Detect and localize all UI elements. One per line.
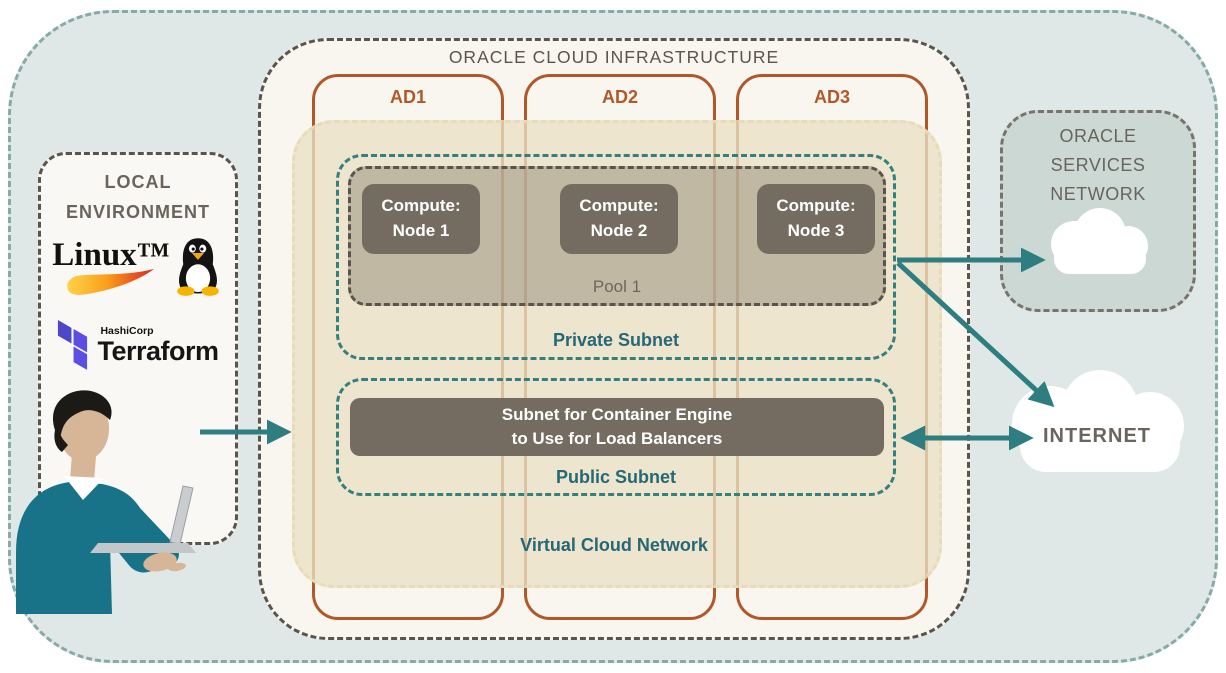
- node3-line2: Node 3: [787, 221, 845, 240]
- ad1-label: AD1: [389, 87, 426, 107]
- oracle-services-network-label: ORACLE SERVICES NETWORK: [1050, 126, 1146, 204]
- ad2-label: AD2: [601, 87, 638, 107]
- load-balancer-subnet-box: Subnet for Container Engine to Use for L…: [350, 398, 884, 456]
- terraform-wordmark: Terraform: [97, 336, 219, 366]
- private-subnet-box: [336, 154, 896, 360]
- linux-wordmark-group: Linux™: [52, 237, 170, 296]
- terraform-wordmark-group: HashiCorp Terraform: [97, 325, 219, 366]
- person-with-laptop-illustration: [16, 390, 196, 614]
- hashicorp-label: HashiCorp: [100, 325, 154, 337]
- tux-penguin-icon: [176, 238, 219, 296]
- lb-line2: to Use for Load Balancers: [511, 429, 723, 448]
- local-environment-title: LOCAL ENVIRONMENT: [65, 172, 210, 222]
- pool-label: Pool 1: [592, 277, 642, 296]
- oci-title: ORACLE CLOUD INFRASTRUCTURE: [448, 47, 780, 67]
- private-subnet-label: Private Subnet: [552, 330, 680, 350]
- compute-node-3: Compute: Node 3: [757, 184, 875, 254]
- lb-line1: Subnet for Container Engine: [501, 405, 733, 425]
- node1-line1: Compute:: [381, 196, 461, 216]
- public-subnet-label: Public Subnet: [555, 467, 676, 487]
- vcn-label: Virtual Cloud Network: [520, 535, 708, 555]
- linux-wordmark: Linux™: [52, 237, 170, 273]
- node2-line2: Node 2: [590, 221, 648, 240]
- node3-line1: Compute:: [776, 196, 856, 216]
- services-cloud-icon: [1051, 208, 1148, 274]
- compute-node-1: Compute: Node 1: [362, 184, 480, 254]
- ad3-label: AD3: [813, 87, 850, 107]
- internet-label: INTERNET: [1043, 425, 1151, 447]
- node1-line2: Node 1: [392, 221, 450, 240]
- compute-node-2: Compute: Node 2: [560, 184, 678, 254]
- terraform-logo: HashiCorp Terraform: [38, 320, 238, 370]
- public-subnet-box: [336, 378, 896, 496]
- node2-line1: Compute:: [579, 196, 659, 216]
- terraform-mark-icon: [58, 320, 88, 370]
- linux-swoosh-icon: [67, 268, 154, 295]
- linux-logo: Linux™: [38, 234, 238, 296]
